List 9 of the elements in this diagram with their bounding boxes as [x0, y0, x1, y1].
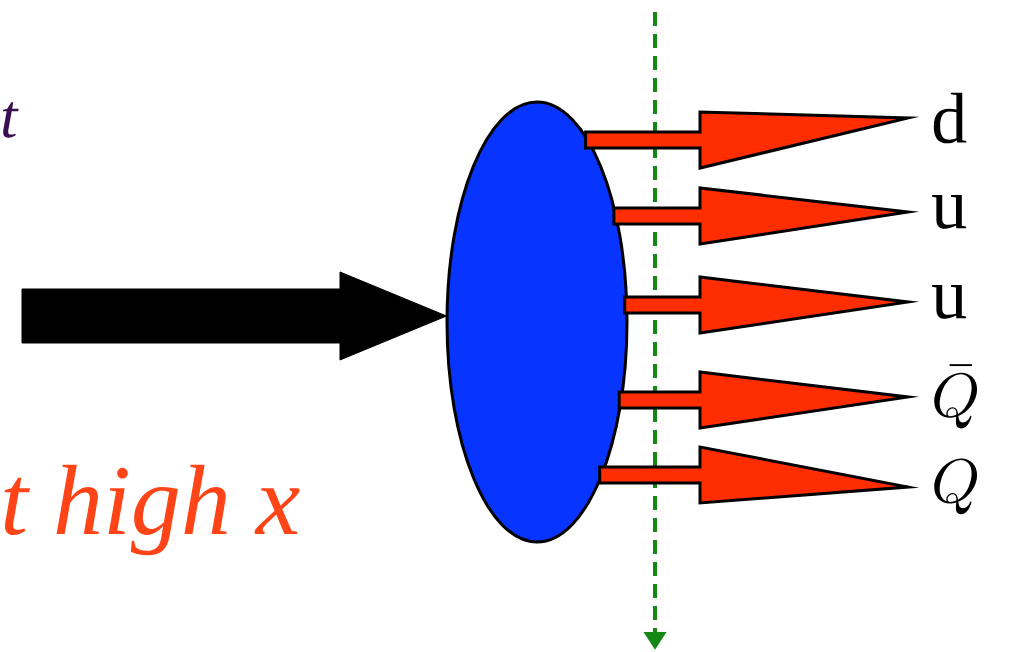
quark-label: u	[932, 195, 966, 229]
quark-label: u	[932, 285, 966, 319]
handwritten-label: t	[2, 102, 19, 138]
quark-label: d	[933, 92, 967, 144]
blob-ellipse	[445, 100, 629, 544]
arrow	[21, 271, 447, 361]
quark-symbol: $Q$	[934, 458, 978, 515]
handwritten-label: t high x	[4, 464, 300, 556]
quark-symbol: $\bar{Q}$	[934, 364, 978, 429]
